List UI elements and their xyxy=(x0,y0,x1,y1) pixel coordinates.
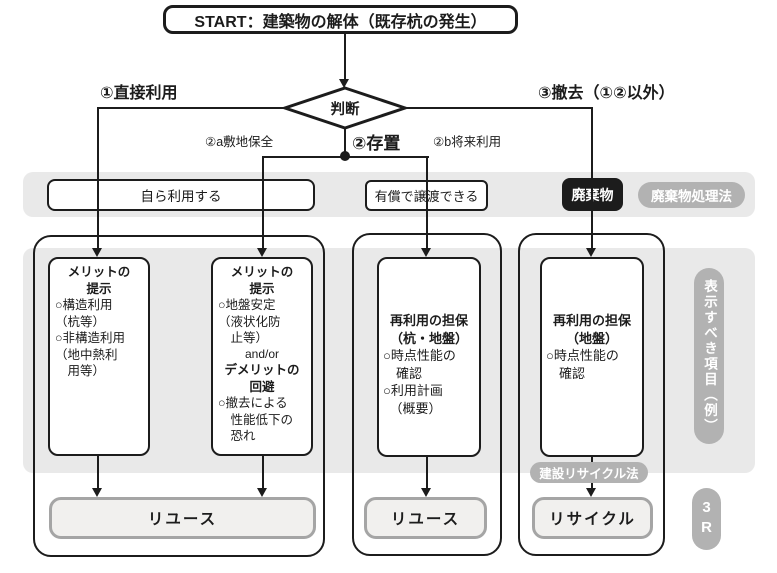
band-box-self-use: 自ら利用する xyxy=(47,179,315,211)
arrowhead-assurance2 xyxy=(586,248,596,257)
connector-branch2a-vertical xyxy=(262,157,264,249)
merit2-andor: and/or xyxy=(244,346,280,361)
arrowhead-decision xyxy=(339,79,349,88)
connector-merit1-result xyxy=(97,456,99,490)
connector-leave-horizontal xyxy=(262,156,429,158)
waste-law-label: 廃棄物処理法 xyxy=(651,189,732,204)
assurance2-title: 再利用の担保 （地盤） xyxy=(552,313,631,346)
connector-branch1-vertical xyxy=(97,107,99,249)
connector-branch2b-vertical xyxy=(426,157,428,249)
assurance2-body: ○時点性能の 確認 xyxy=(546,348,619,381)
arrowhead-reuse2 xyxy=(421,488,431,497)
recycle-law-pill: 建設リサイクル法 xyxy=(530,462,648,483)
assurance-box-pile-ground: 再利用の担保 （杭・地盤） ○時点性能の 確認 ○利用計画 （概要） xyxy=(377,257,481,457)
branch-label-removal: ③撤去（①②以外） xyxy=(538,85,675,102)
arrowhead-assurance1 xyxy=(421,248,431,257)
result-box-recycle: リサイクル xyxy=(532,497,653,539)
branch-label-leave-b: ②b将来利用 xyxy=(433,135,502,149)
decision-label: 判断 xyxy=(330,101,360,118)
connector-start-decision xyxy=(344,34,346,80)
merit2-body2: ○撤去による 性能低下の 恐れ xyxy=(218,396,294,444)
start-label: START：建築物の解体（既存杭の発生） xyxy=(194,13,487,31)
merit2-title: メリットの 提示 xyxy=(230,265,294,296)
arrowhead-recycle xyxy=(586,488,596,497)
connector-assurance1-result xyxy=(426,457,428,490)
recycle-label: リサイクル xyxy=(549,511,636,528)
merit-box-2: メリットの 提示 ○地盤安定 （液状化防 止等） and/or デメリットの 回… xyxy=(211,257,313,456)
arrowhead-reuse1-right xyxy=(257,488,267,497)
three-r-label: 3R xyxy=(698,499,715,539)
merit2-title2: デメリットの 回避 xyxy=(224,363,300,394)
waste-law-pill: 廃棄物処理法 xyxy=(638,182,745,208)
display-items-label: 表示すべき項目（例） xyxy=(702,278,717,434)
result-box-reuse-1: リユース xyxy=(49,497,316,539)
branch-label-leave: ②存置 xyxy=(352,134,401,153)
self-use-label: 自ら利用する xyxy=(140,189,222,204)
merit1-body: ○構造利用 （杭等） ○非構造利用 （地中熱利 用等） xyxy=(55,298,126,378)
display-items-pill: 表示すべき項目（例） xyxy=(694,268,724,444)
connector-decision-stem xyxy=(344,128,346,158)
assurance1-body: ○時点性能の 確認 ○利用計画 （概要） xyxy=(383,348,456,416)
connector-left-horizontal xyxy=(98,107,286,109)
branch-label-direct-use: ①直接利用 xyxy=(100,85,178,102)
merit2-body: ○地盤安定 （液状化防 止等） xyxy=(218,298,281,345)
reuse1-label: リユース xyxy=(147,511,218,528)
arrowhead-merit2 xyxy=(257,248,267,257)
arrowhead-reuse1-left xyxy=(92,488,102,497)
connector-branch3-vertical xyxy=(591,107,593,249)
arrowhead-merit1 xyxy=(92,248,102,257)
three-r-pill: 3R xyxy=(692,488,721,550)
branch-label-leave-a: ②a敷地保全 xyxy=(205,135,274,149)
result-box-reuse-2: リユース xyxy=(364,497,487,539)
connector-merit2-result xyxy=(262,456,264,490)
reuse2-label: リユース xyxy=(390,511,461,528)
column-container-direct-use xyxy=(33,235,325,557)
decision-diamond: 判断 xyxy=(277,82,413,134)
merit1-title: メリットの 提示 xyxy=(67,265,131,296)
connector-right-horizontal xyxy=(404,107,593,109)
start-node: START：建築物の解体（既存杭の発生） xyxy=(163,5,518,34)
recycle-law-label: 建設リサイクル法 xyxy=(539,467,639,481)
assurance1-title: 再利用の担保 （杭・地盤） xyxy=(389,313,468,346)
merit-box-1: メリットの 提示 ○構造利用 （杭等） ○非構造利用 （地中熱利 用等） xyxy=(48,257,150,456)
assurance-box-ground: 再利用の担保 （地盤） ○時点性能の 確認 xyxy=(540,257,644,457)
